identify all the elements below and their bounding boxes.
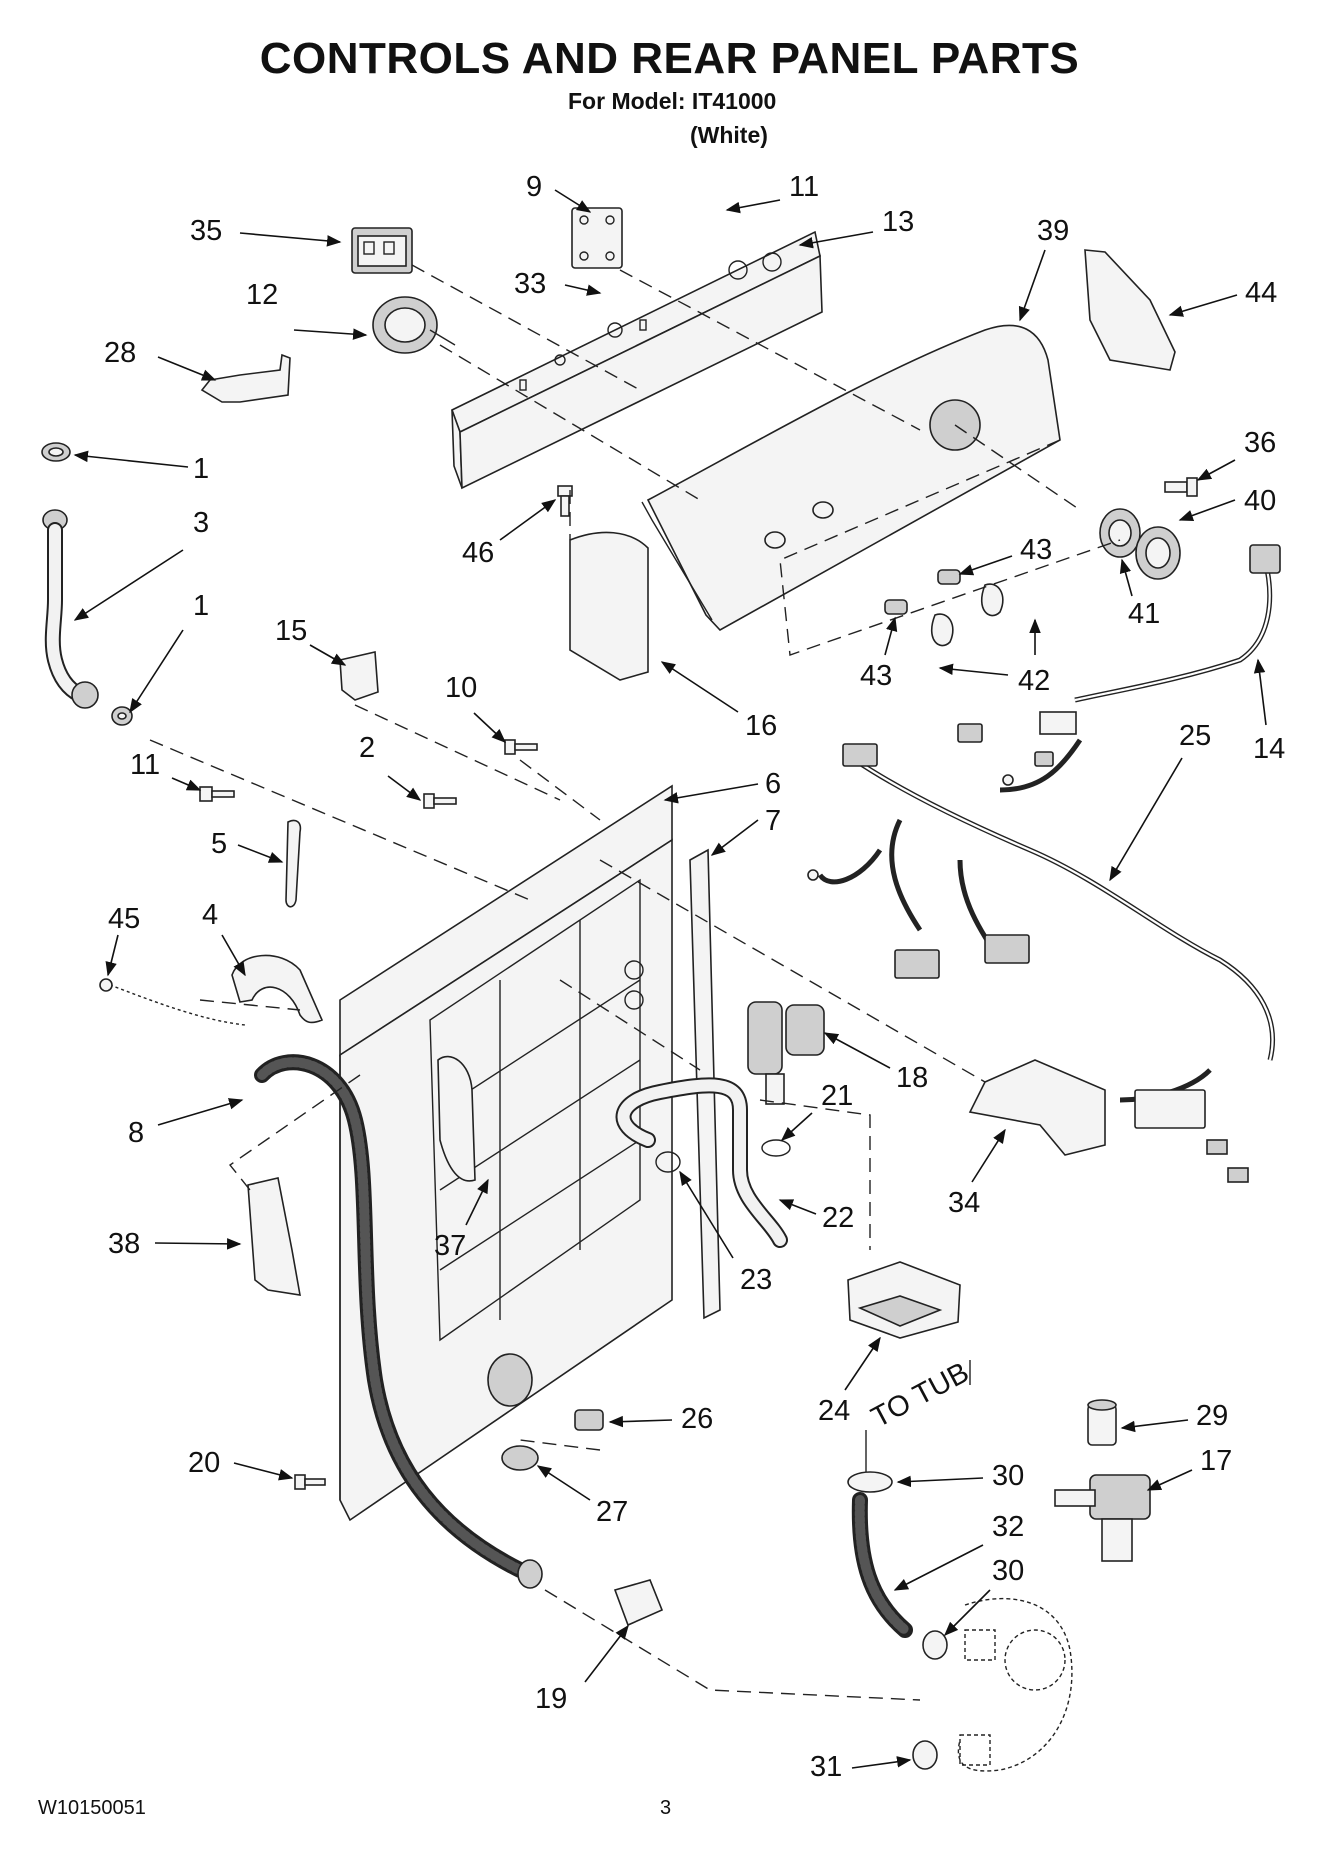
page-number: 3 <box>660 1797 672 1819</box>
callout-32: 32 <box>992 1511 1024 1543</box>
document-number: W10150051 <box>38 1797 146 1819</box>
pump-part <box>1054 1399 1151 1562</box>
model-line: For Model: IT41000 <box>568 88 777 114</box>
callout-16: 16 <box>745 710 777 742</box>
rear-panel-part <box>339 784 673 1522</box>
cable-tie-part <box>99 978 246 1026</box>
drain-hose-part <box>254 1054 543 1589</box>
timer-part <box>351 227 413 274</box>
callout-44: 44 <box>1245 277 1277 309</box>
end-cap-part <box>1084 249 1176 371</box>
callout-12: 12 <box>246 279 278 311</box>
bracket-part <box>200 353 291 403</box>
screws-group <box>199 739 538 1490</box>
callout-30b: 30 <box>992 1555 1024 1587</box>
callout-41: 41 <box>1128 598 1160 630</box>
callout-9: 9 <box>526 171 542 203</box>
callout-21: 21 <box>821 1080 853 1112</box>
callout-15: 15 <box>275 615 307 647</box>
wire-harness-part <box>807 723 1276 1183</box>
water-valve-part <box>747 1001 825 1105</box>
fill-hose-part <box>41 442 133 726</box>
callout-45: 45 <box>108 903 140 935</box>
page-title: CONTROLS AND REAR PANEL PARTS <box>259 34 1080 83</box>
console-part <box>641 324 1061 632</box>
callout-46: 46 <box>462 537 494 569</box>
callout-31: 31 <box>810 1751 842 1783</box>
callout-29: 29 <box>1196 1400 1228 1432</box>
callout-20: 20 <box>188 1447 220 1479</box>
small-clamps-part <box>501 1409 664 1627</box>
bracket-34-part <box>968 1059 1106 1156</box>
callout-33: 33 <box>514 268 546 300</box>
callout-23: 23 <box>740 1264 772 1296</box>
callout-28: 28 <box>104 337 136 369</box>
color-line: (White) <box>690 122 768 148</box>
callout-39: 39 <box>1037 215 1069 247</box>
small-knobs-part <box>884 569 1004 647</box>
switch-part <box>571 207 623 269</box>
callout-17: 17 <box>1200 1445 1232 1477</box>
bracket-38-part <box>247 1177 301 1296</box>
callout-11a: 11 <box>789 171 819 203</box>
pump-hose-part <box>847 1471 1073 1772</box>
callout-2: 2 <box>359 732 375 764</box>
control-bracket-part <box>451 230 823 490</box>
callout-14: 14 <box>1253 733 1285 765</box>
callout-8: 8 <box>128 1117 144 1149</box>
callout-35: 35 <box>190 215 222 247</box>
callout-34: 34 <box>948 1187 980 1219</box>
assembly-lines <box>149 264 1121 1701</box>
inlet-part <box>847 1261 961 1339</box>
hose-clip-part <box>231 954 324 1024</box>
bracket-15-part <box>339 651 379 701</box>
callout-22: 22 <box>822 1202 854 1234</box>
callout-43a: 43 <box>1020 534 1052 566</box>
selector-switch-part <box>372 296 456 354</box>
clamp-5-part <box>285 819 302 908</box>
callout-42: 42 <box>1018 665 1050 697</box>
callout-24: 24 <box>818 1395 850 1427</box>
power-cord-part <box>1039 544 1281 735</box>
callout-1a: 1 <box>193 453 209 485</box>
callout-labels: 1 1 2 3 4 5 6 7 8 9 10 11 11 12 13 14 15… <box>73 171 1285 1783</box>
endcap-16-part <box>569 531 649 681</box>
callout-30a: 30 <box>992 1460 1024 1492</box>
callout-7: 7 <box>765 805 781 837</box>
callout-18: 18 <box>896 1062 928 1094</box>
callout-11b: 11 <box>130 749 160 781</box>
callout-40: 40 <box>1244 485 1276 517</box>
fill-hose-22-part <box>615 1077 791 1248</box>
callout-3: 3 <box>193 507 209 539</box>
callout-5: 5 <box>211 828 227 860</box>
callout-43b: 43 <box>860 660 892 692</box>
callout-19: 19 <box>535 1683 567 1715</box>
knob-part <box>1099 508 1181 580</box>
screw-part <box>1164 477 1198 497</box>
callout-1b: 1 <box>193 590 209 622</box>
callout-4: 4 <box>202 899 218 931</box>
callout-10: 10 <box>445 672 477 704</box>
clip-37-part <box>437 1055 476 1182</box>
callout-25: 25 <box>1179 720 1211 752</box>
callout-27: 27 <box>596 1496 628 1528</box>
callout-26: 26 <box>681 1403 713 1435</box>
callout-13: 13 <box>882 206 914 238</box>
screw-46-part <box>557 485 573 517</box>
callout-38: 38 <box>108 1228 140 1260</box>
callout-37: 37 <box>434 1230 466 1262</box>
to-tub-label: TO TUB <box>866 1356 974 1434</box>
callout-36: 36 <box>1244 427 1276 459</box>
callout-6: 6 <box>765 768 781 800</box>
